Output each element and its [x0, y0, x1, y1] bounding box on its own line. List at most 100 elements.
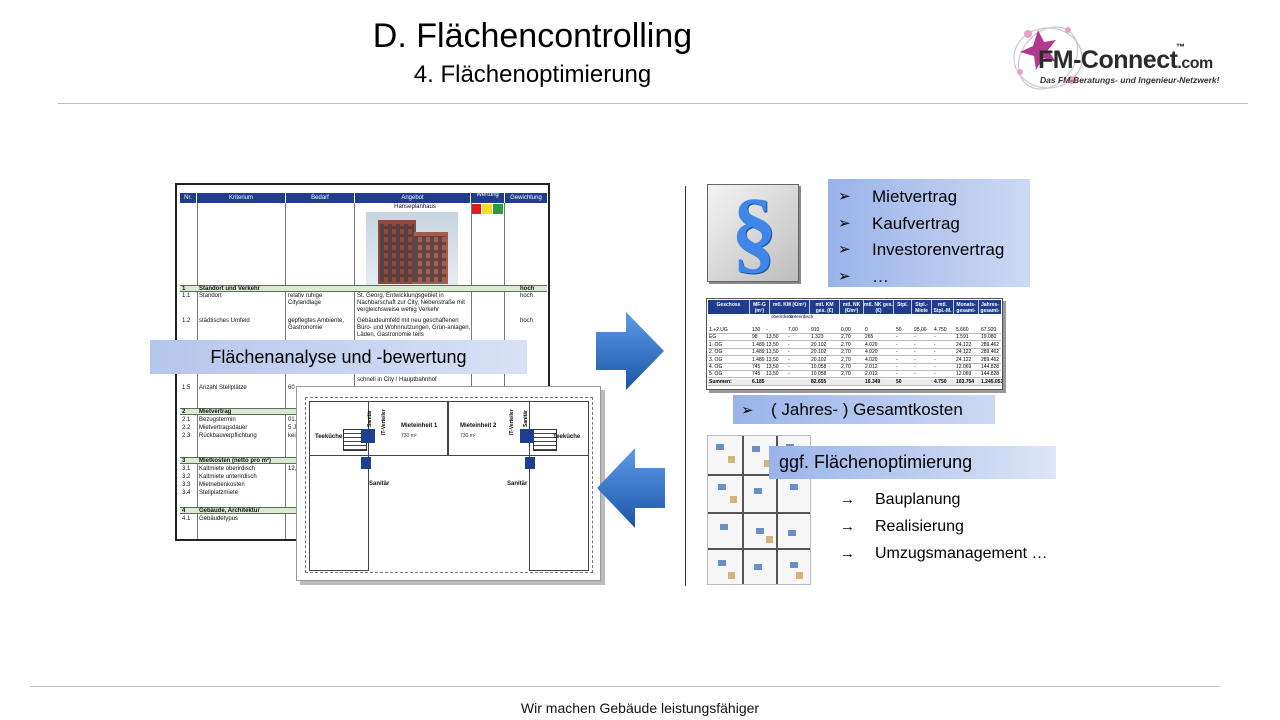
unit-1-label: Mieteinheit 1 — [401, 423, 438, 429]
arrow-bullet-icon: → — [840, 491, 855, 508]
cost-table-cell: 289.462 — [981, 349, 1000, 356]
step-item: →Bauplanung — [840, 486, 1048, 513]
cost-table-cell: 13,50 — [766, 341, 779, 348]
step-item: →Realisierung — [840, 513, 1048, 540]
arrowhead-bullet-icon: ➢ — [838, 188, 851, 205]
cost-table-cell: 16.349 — [865, 378, 881, 385]
cost-table-cell: 745 — [752, 371, 761, 378]
arrow-left-icon — [597, 448, 665, 528]
vertical-divider — [685, 186, 686, 586]
cost-table-cell: 4.750 — [934, 378, 947, 385]
cost-table-cell: 265 — [865, 334, 874, 341]
optimization-steps: →Bauplanung →Realisierung →Umzugsmanagem… — [840, 486, 1048, 567]
sheet-section-location: Standort und Verkehr — [199, 286, 261, 292]
cost-table-cell: - — [914, 349, 916, 356]
logo-brand: FM-Connect.com — [1038, 46, 1213, 74]
arrowhead-bullet-icon: ➢ — [838, 267, 851, 285]
cost-table-cell: - — [896, 349, 898, 356]
cost-table-cell: 4.020 — [865, 356, 878, 363]
cost-table-cell: 2,70 — [841, 341, 851, 348]
cost-table-cell: 130 — [752, 327, 761, 333]
cost-table-cell: 10.058 — [811, 371, 827, 378]
cost-table-cell: 13,50 — [766, 356, 779, 363]
cost-table-cell: - — [788, 371, 790, 378]
contract-item: ➢Kaufvertrag — [838, 211, 1004, 238]
cost-table-cell: 5. OG — [709, 371, 723, 378]
cost-table-cell: 24.122 — [956, 341, 972, 348]
sheet-col-offer: Angebot — [355, 193, 471, 203]
cost-table-cell: - — [766, 327, 768, 333]
it-vertical-left: IT-Verteiler — [381, 409, 387, 435]
cost-table-cell: 4.020 — [865, 349, 878, 356]
sheet-section-rent: Mietkosten (netto pro m²) — [199, 458, 271, 464]
cost-table-cell: 0 — [865, 327, 868, 333]
cost-table-cell: 95,00 — [914, 327, 927, 333]
cost-table-cell: 2.012 — [865, 371, 878, 378]
paragraph-icon: § — [707, 180, 799, 282]
kitchen-left-label: Teeküche — [315, 434, 343, 440]
logo-trademark: ™ — [1176, 42, 1185, 52]
sheet-col-criterion: Kriterium — [197, 193, 286, 203]
cost-table-cell: - — [934, 341, 936, 348]
cost-table-cell: 10.058 — [811, 364, 827, 370]
sheet-col-nr: Nr. — [180, 193, 197, 203]
cost-table-cell: - — [914, 341, 916, 348]
cost-table-cell: 289.462 — [981, 356, 1000, 363]
cost-table-cell: - — [896, 364, 898, 370]
cost-table-cell: 2. OG — [709, 349, 723, 356]
cost-table-cell: - — [788, 364, 790, 370]
unit-1-area: 730 m² — [401, 433, 417, 439]
cost-table-cell: 910 — [811, 327, 820, 333]
cost-table-cell: 4.750 — [934, 327, 947, 333]
logo-tagline: Das FM-Beratungs- und Ingenieur-Netzwerk… — [1040, 75, 1220, 85]
cost-table-cell: - — [896, 356, 898, 363]
header-rule — [58, 103, 1248, 104]
cost-table-cell: EG — [709, 334, 717, 341]
cost-table-subheader: oberirdisch unterirdisch — [708, 314, 1001, 327]
cost-table-cell: - — [788, 356, 790, 363]
sheet-object-name: Hanseplanhaus — [394, 204, 436, 210]
sheet-section-building: Gebäude, Architektur — [199, 508, 260, 514]
cost-table-cell: 13,50 — [766, 349, 779, 356]
cost-table-cell: 144.828 — [981, 371, 1000, 378]
sheet-col-need: Bedarf — [286, 193, 355, 203]
sheet-col-weight: Gewichtung — [510, 195, 542, 201]
floor-plan: Mieteinheit 1 730 m² Mieteinheit 2 730 m… — [296, 386, 601, 581]
cost-table-cell: 7,00 — [788, 327, 798, 333]
it-vertical-right: IT-Verteiler — [509, 409, 515, 435]
sheet-header: Nr. Kriterium Bedarf Angebot Wertung Gew… — [180, 192, 547, 203]
cost-table-cell: 50 — [896, 327, 902, 333]
cost-table-cell: 1.489 — [752, 349, 765, 356]
rating-yellow-swatch — [482, 204, 492, 214]
cost-table-cell: 1.245.051 — [981, 378, 1003, 385]
cost-table-cell: 103.754 — [956, 378, 975, 385]
unit-2-label: Mieteinheit 2 — [460, 423, 497, 429]
slide-subtitle: 4. Flächenoptimierung — [413, 61, 652, 88]
cost-table-cell: - — [914, 371, 916, 378]
footer-slogan: Wir machen Gebäude leistungsfähiger — [520, 700, 760, 716]
cost-table-cell: - — [788, 334, 790, 341]
sanitary-right-label: Sanitär — [507, 481, 528, 487]
building-photo — [366, 212, 458, 286]
cost-table-cell: 2,70 — [841, 349, 851, 356]
cost-table-cell: 67.920 — [981, 327, 997, 333]
logo-star-graphic — [1013, 26, 1083, 90]
arrowhead-bullet-icon: ➢ — [838, 241, 851, 258]
cost-table-cell: Summen: — [709, 378, 732, 385]
cost-table-cell: 12.069 — [956, 371, 972, 378]
step-item: →Umzugsmanagement … — [840, 540, 1048, 567]
sanitary-left-label: Sanitär — [369, 481, 390, 487]
cost-table-cell: 0,00 — [841, 327, 851, 333]
contract-item: ➢Mietvertrag — [838, 184, 1004, 211]
cost-table-cell: 20.102 — [811, 341, 827, 348]
rating-red-swatch — [471, 204, 481, 214]
cost-table-cell: 1.591 — [956, 334, 969, 341]
footer-rule — [30, 686, 1220, 687]
cost-table-cell: - — [896, 334, 898, 341]
slide-title: D. Flächencontrolling — [372, 17, 693, 55]
cost-table-cell: - — [934, 356, 936, 363]
